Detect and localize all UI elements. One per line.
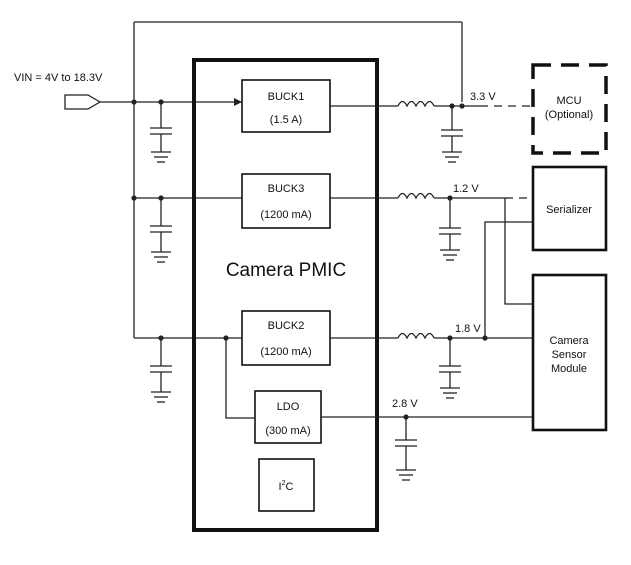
ldo-rating: (300 mA) (265, 425, 310, 437)
ldo-name: LDO (277, 401, 300, 413)
pmic-outline (192, 58, 379, 532)
output-capacitor-1 (441, 106, 463, 163)
rail-28-label: 2.8 V (392, 398, 418, 410)
camera-sensor-block: Camera Sensor Module (531, 273, 608, 432)
i2c-block: I2C (258, 458, 315, 512)
buck2-block: BUCK2 (1200 mA) (241, 310, 331, 366)
vin-label: VIN = 4V to 18.3V (14, 72, 103, 84)
input-capacitor-1 (150, 102, 172, 163)
rail-18-label: 1.8 V (455, 323, 481, 335)
buck1-block: BUCK1 (1.5 A) (241, 79, 331, 133)
inductor-2-icon (397, 192, 435, 200)
serializer-block: Serializer (531, 165, 608, 252)
mcu-label: MCU (556, 95, 581, 107)
output-capacitor-3 (439, 338, 461, 399)
serializer-label: Serializer (546, 204, 592, 216)
buck3-rating: (1200 mA) (260, 209, 311, 221)
buck1-name: BUCK1 (268, 91, 305, 103)
pmic-title: Camera PMIC (226, 260, 346, 281)
sensor-line2: Sensor (552, 349, 587, 361)
ldo-block: LDO (300 mA) (254, 390, 322, 444)
rail-12-label: 1.2 V (453, 183, 479, 195)
ldo-input-wire (225, 338, 255, 419)
input-capacitor-2 (150, 198, 172, 263)
mcu-optional-label: (Optional) (545, 109, 593, 121)
buck3-block: BUCK3 (1200 mA) (241, 173, 331, 229)
i2c-label: I2C (279, 480, 294, 493)
rail-18-to-serializer-wire (484, 221, 533, 338)
junction-dot (131, 99, 137, 105)
vin-arrow-icon (234, 98, 242, 106)
buck2-name: BUCK2 (268, 320, 305, 332)
mcu-block: MCU (Optional) (531, 63, 608, 155)
inductor-1-icon (397, 100, 435, 108)
input-capacitor-3 (150, 338, 172, 403)
output-capacitor-2 (439, 198, 461, 261)
output-capacitor-4 (395, 417, 417, 481)
input-port-icon (64, 94, 102, 110)
rail-12-to-sensor-wire (504, 198, 533, 305)
sensor-line1: Camera (549, 335, 589, 347)
buck1-rating: (1.5 A) (270, 114, 302, 126)
inductor-3-icon (397, 332, 435, 340)
rail-33-label: 3.3 V (470, 91, 496, 103)
junction-dot (131, 195, 137, 201)
junction-dot (459, 103, 465, 109)
buck3-name: BUCK3 (268, 183, 305, 195)
buck2-rating: (1200 mA) (260, 346, 311, 358)
sensor-line3: Module (551, 363, 587, 375)
